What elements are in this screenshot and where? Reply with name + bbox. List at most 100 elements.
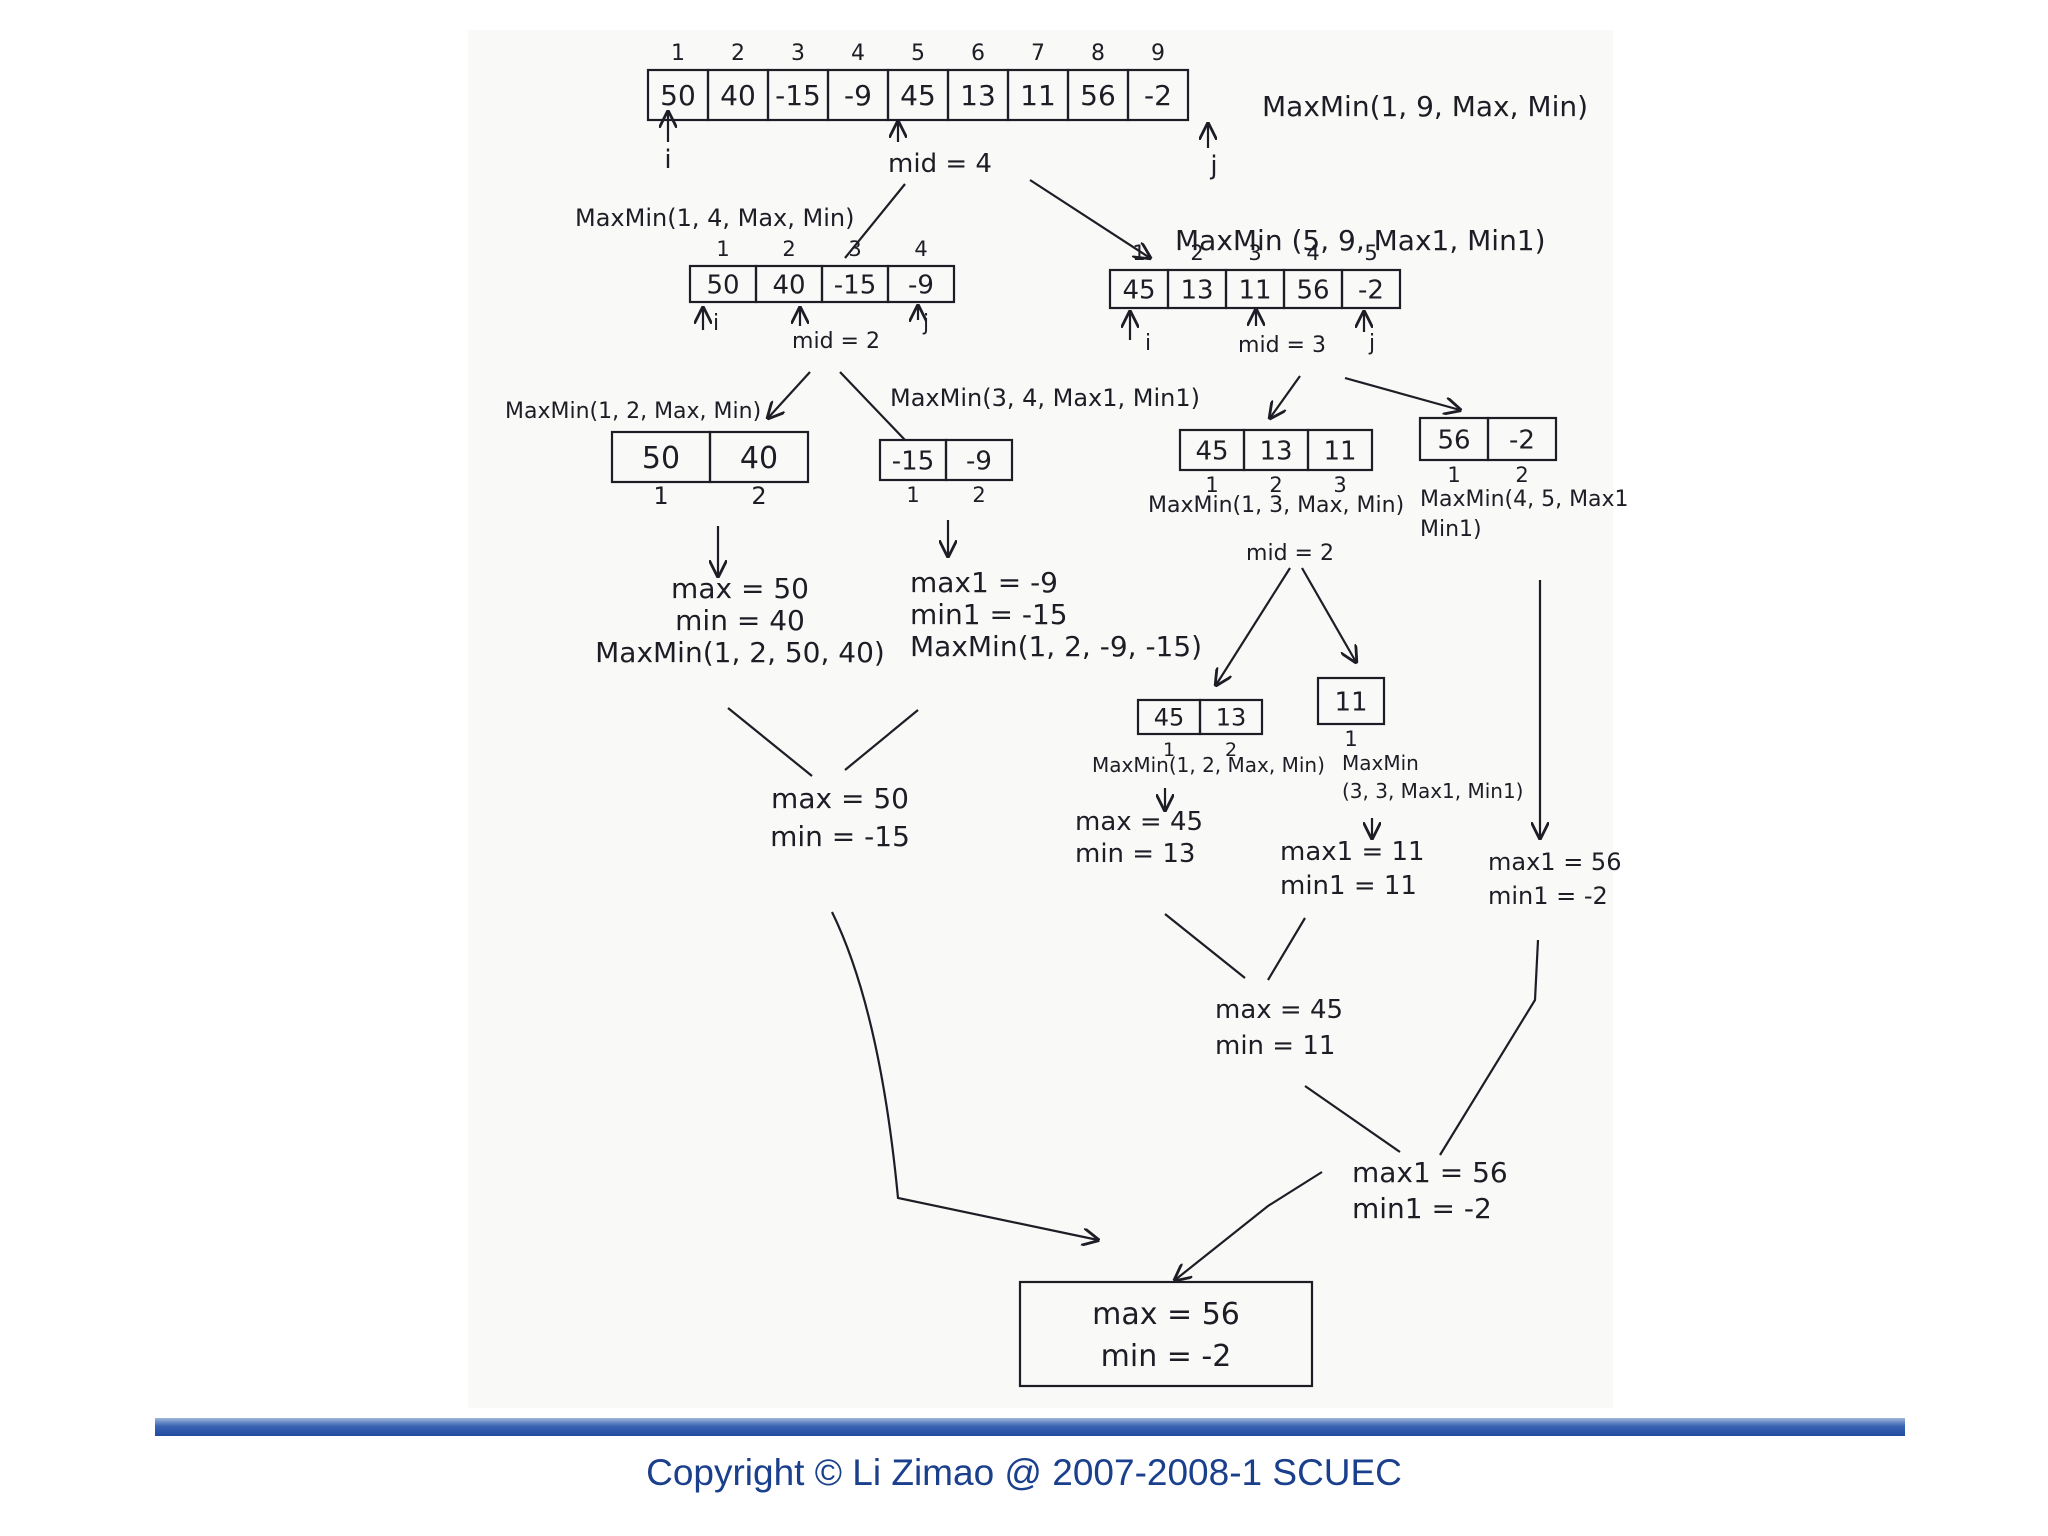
root-call-label: MaxMin(1, 9, Max, Min) [1262, 90, 1588, 123]
lr-array-value: -9 [966, 446, 992, 476]
edge-root-to-right [1029, 179, 1150, 258]
root-array-value: 56 [1080, 79, 1116, 112]
lr-call-label: MaxMin(3, 4, Max1, Min1) [890, 384, 1200, 412]
right-array-value: 56 [1296, 275, 1329, 305]
rl-array-index: 1 [1205, 473, 1218, 497]
final-result-line-1: max = 56 [1092, 1297, 1240, 1332]
ll-result-line-1: max = 50 [671, 572, 809, 605]
rr-array-value: 56 [1437, 425, 1470, 455]
rr-array-index: 1 [1447, 463, 1460, 487]
edge-rl-merge-to-right [1304, 1085, 1401, 1153]
lr-array-index: 2 [972, 483, 985, 507]
right-array-index: 5 [1364, 241, 1377, 265]
left-array-value: -9 [908, 270, 934, 300]
root-array-value: 40 [720, 79, 756, 112]
edge-root-to-left [844, 183, 906, 259]
rlr-result-line-2: min1 = 11 [1280, 871, 1417, 901]
rlr-array-cell [1316, 676, 1386, 726]
edge-ll-merge [727, 707, 813, 777]
left-array-value: 50 [706, 270, 739, 300]
rr-result-line-1: max1 = 56 [1488, 848, 1621, 876]
left-call-label: MaxMin(1, 4, Max, Min) [575, 204, 854, 232]
edge-left-to-lr [839, 371, 906, 441]
left-array-cell [886, 264, 956, 304]
footer-copyright: Copyright © Li Zimao @ 2007-2008-1 SCUEC [646, 1452, 1402, 1493]
left-array-index: 1 [716, 237, 729, 261]
rll-call-label: MaxMin(1, 2, Max, Min) [1092, 753, 1325, 777]
right-array-index: 2 [1190, 241, 1203, 265]
ll-array-value: 50 [642, 441, 680, 476]
right-j-label: j [1368, 331, 1375, 356]
root-array-value: 13 [960, 79, 996, 112]
rr-array-value: -2 [1509, 425, 1535, 455]
final-result-line-2: min = -2 [1101, 1339, 1232, 1374]
edge-left-merge-to-final [831, 911, 1098, 1240]
lr-result-line-3: MaxMin(1, 2, -9, -15) [910, 630, 1202, 663]
ll-call-label: MaxMin(1, 2, Max, Min) [505, 399, 761, 424]
edge-right-merge-to-final [1175, 1171, 1323, 1280]
lr-result-line-2: min1 = -15 [910, 598, 1068, 631]
left-j-label: j [922, 311, 929, 336]
rlr-result-line-1: max1 = 11 [1280, 837, 1425, 867]
rl-merge-result-line-1: max = 45 [1215, 995, 1343, 1025]
left-merge-result-line-1: max = 50 [771, 782, 909, 815]
right-i-label: i [1145, 331, 1151, 356]
edge-right-to-rr [1344, 376, 1460, 410]
rll-result-line-1: max = 45 [1075, 807, 1203, 837]
root-array-index: 8 [1091, 41, 1105, 66]
rlr-call-label-line-1: MaxMin [1342, 751, 1419, 775]
right-array-value: -2 [1358, 275, 1384, 305]
rl-array-cell [1306, 428, 1374, 472]
rll-array-index: 1 [1163, 739, 1175, 761]
ll-array-value: 40 [740, 441, 778, 476]
root-array-value: 45 [900, 79, 936, 112]
lr-array-index: 1 [906, 483, 919, 507]
left-array-value: -15 [834, 270, 876, 300]
footer-divider-bar [155, 1418, 1905, 1436]
rl-mid-label: mid = 2 [1246, 541, 1334, 566]
rll-array-value: 45 [1154, 704, 1185, 732]
rl-array-value: 45 [1195, 436, 1228, 466]
right-merge-result-line-1: max1 = 56 [1352, 1156, 1508, 1189]
rr-call-label-line-2: Min1) [1420, 517, 1482, 542]
root-array-value: -9 [844, 79, 872, 112]
final-result-box [1018, 1280, 1314, 1388]
edge-rl-to-rlr [1301, 567, 1356, 662]
rr-result-line-2: min1 = -2 [1488, 882, 1608, 910]
right-array-value: 45 [1122, 275, 1155, 305]
rr-call-label-line-1: MaxMin(4, 5, Max1 [1420, 487, 1629, 512]
right-array-index: 1 [1132, 241, 1145, 265]
rl-array-index: 3 [1333, 473, 1346, 497]
root-array-index: 6 [971, 41, 985, 66]
edge-rl-to-rll [1216, 567, 1291, 685]
left-array-index: 3 [848, 237, 861, 261]
rll-result-line-2: min = 13 [1075, 839, 1195, 869]
right-array-value: 11 [1238, 275, 1271, 305]
edge-left-to-ll [768, 371, 811, 418]
rl-call-label: MaxMin(1, 3, Max, Min) [1148, 493, 1404, 518]
rlr-array-value: 11 [1334, 687, 1367, 717]
right-array-index: 4 [1306, 241, 1319, 265]
root-array-index: 5 [911, 41, 925, 66]
lr-array-cell [944, 438, 1014, 482]
root-array-value: -15 [775, 79, 821, 112]
right-mid-label: mid = 3 [1238, 333, 1326, 358]
rl-array-value: 13 [1259, 436, 1292, 466]
left-i-label: i [713, 311, 719, 336]
rr-array-index: 2 [1515, 463, 1528, 487]
right-merge-result-line-2: min1 = -2 [1352, 1192, 1492, 1225]
edge-rlr-merge [1267, 917, 1306, 981]
left-mid-label: mid = 2 [792, 329, 880, 354]
edge-rll-merge [1164, 913, 1246, 979]
edge-right-to-rl [1270, 375, 1301, 418]
rlr-array-index: 1 [1344, 727, 1357, 751]
lr-array-value: -15 [892, 446, 934, 476]
root-array-value: 50 [660, 79, 696, 112]
root-array-value: -2 [1144, 79, 1172, 112]
ll-array-index: 2 [751, 482, 766, 510]
right-call-label: MaxMin (5, 9, Max1, Min1) [1175, 224, 1546, 257]
root-array-cell [1126, 68, 1190, 122]
root-array-index: 4 [851, 41, 865, 66]
root-array-index: 3 [791, 41, 805, 66]
